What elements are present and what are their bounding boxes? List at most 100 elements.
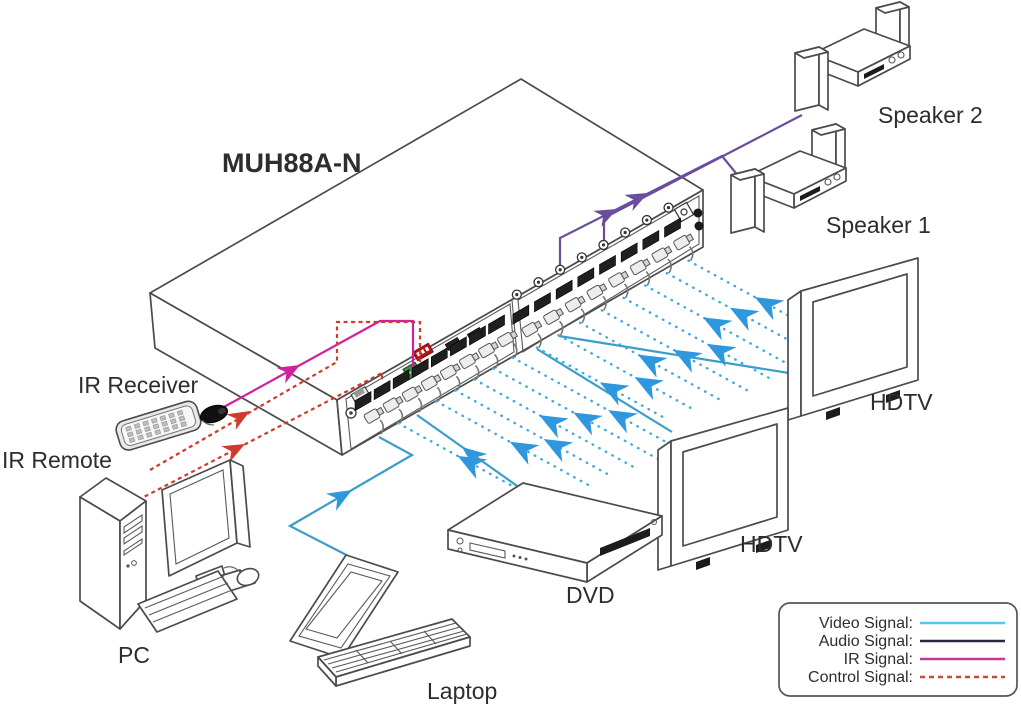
hdmi-port bbox=[392, 369, 410, 390]
hdmi-cable bbox=[493, 353, 499, 369]
signal-arrow bbox=[624, 193, 648, 211]
hdmi-port bbox=[620, 242, 638, 263]
control-signal-line-b bbox=[137, 371, 384, 501]
signal-arrow bbox=[276, 365, 300, 384]
hdmi-cable bbox=[512, 342, 518, 358]
pc-power-button bbox=[131, 560, 137, 566]
video-signal-ray bbox=[511, 356, 685, 453]
video-signal-rays bbox=[396, 259, 808, 507]
signal-arrow bbox=[221, 444, 245, 463]
hdmi-port bbox=[577, 267, 595, 288]
dvd-knob-1 bbox=[456, 537, 464, 545]
legend-audio-label: Audio Signal: bbox=[819, 633, 913, 650]
laptop-label: Laptop bbox=[427, 678, 497, 704]
hdmi-plug bbox=[673, 233, 695, 251]
dvd-device bbox=[447, 482, 663, 583]
video-signal-ray bbox=[435, 400, 591, 487]
hdmi-port bbox=[642, 229, 660, 251]
pc-power-led bbox=[126, 564, 130, 568]
signal-arrow bbox=[226, 411, 250, 430]
pc-drive-bay-2 bbox=[123, 524, 143, 546]
hdmi-cable bbox=[645, 270, 651, 286]
speaker-1-label: Speaker 1 bbox=[826, 212, 931, 238]
hdmi-port bbox=[411, 358, 429, 379]
laptop-base-left bbox=[317, 656, 337, 687]
dc-power-jack bbox=[673, 201, 695, 223]
hdmi-plug bbox=[363, 406, 385, 424]
switcher-output-section bbox=[517, 195, 700, 353]
ir-receiver-device bbox=[199, 404, 229, 426]
hdmi-cable bbox=[602, 295, 607, 311]
hdmi-port bbox=[555, 279, 573, 300]
ir-remote-buttons bbox=[125, 409, 187, 443]
legend-ir-label: IR Signal: bbox=[844, 651, 913, 668]
hdmi-cable bbox=[558, 320, 564, 336]
hdmi-port bbox=[512, 304, 530, 325]
laptop-keyboard-keys bbox=[323, 622, 468, 673]
rca-jack-2 bbox=[694, 221, 704, 231]
hdmi-plug bbox=[401, 384, 423, 402]
rca-jack-1 bbox=[693, 208, 703, 218]
hdmi-ports bbox=[354, 202, 695, 435]
pc-tower-front bbox=[79, 496, 121, 630]
pc-keyboard-row-2 bbox=[148, 582, 229, 616]
hdmi-port bbox=[450, 336, 467, 357]
pc-mouse-cable bbox=[223, 566, 241, 573]
hdmi-plug bbox=[382, 395, 404, 413]
hdmi-cable bbox=[436, 386, 442, 402]
dvd-label: DVD bbox=[566, 582, 615, 608]
hdmi-cable bbox=[417, 397, 423, 413]
video-signal-ray bbox=[600, 309, 752, 394]
signal-arrow bbox=[754, 297, 785, 321]
video-signal-ray bbox=[687, 259, 808, 327]
hdmi-plug bbox=[543, 307, 565, 325]
video-signal-ray bbox=[492, 367, 662, 462]
legend: Video Signal: Audio Signal: IR Signal: C… bbox=[778, 602, 1018, 697]
hdmi-port bbox=[373, 380, 391, 401]
hdmi-cable bbox=[688, 246, 694, 262]
hdmi-plug bbox=[629, 258, 651, 276]
ir-receiver-label: IR Receiver bbox=[78, 372, 198, 398]
hdmi-port bbox=[664, 217, 681, 238]
pc-label: PC bbox=[118, 642, 150, 668]
pc-keyboard-row-1 bbox=[144, 575, 225, 609]
dvd-display bbox=[469, 542, 506, 559]
hdtv-top-video-line bbox=[558, 334, 796, 376]
pc-keyboard bbox=[137, 570, 238, 633]
hdmi-plug bbox=[521, 320, 543, 338]
hdtv-top-device bbox=[787, 257, 919, 421]
hdmi-plug bbox=[497, 330, 519, 348]
hdmi-port bbox=[431, 347, 448, 368]
legend-video-label: Video Signal: bbox=[819, 615, 913, 632]
ir-receiver-base bbox=[201, 419, 215, 426]
signal-arrow bbox=[539, 415, 569, 439]
speaker-1-device bbox=[730, 123, 847, 234]
signal-arrow bbox=[673, 349, 703, 373]
speaker-2-device bbox=[794, 1, 911, 112]
laptop-screen-inner bbox=[298, 563, 391, 649]
hdmi-plug bbox=[586, 283, 608, 300]
signal-arrow bbox=[729, 307, 760, 331]
hdtv-top-label: HDTV bbox=[870, 389, 933, 415]
pc-device bbox=[79, 459, 260, 633]
video-signal-ray bbox=[622, 296, 774, 382]
hdtv-bottom-video-line bbox=[536, 348, 673, 433]
signal-arrow bbox=[706, 343, 737, 367]
control-signal-line-a bbox=[149, 320, 422, 471]
hdmi-plug bbox=[608, 270, 630, 288]
dvd-button-3 bbox=[524, 557, 528, 561]
hdmi-cable bbox=[537, 333, 542, 349]
signal-arrow bbox=[462, 447, 488, 470]
hdmi-plug bbox=[651, 245, 673, 263]
dvd-knob-2 bbox=[457, 547, 463, 553]
pc-monitor-front bbox=[161, 459, 238, 577]
switcher-label: MUH88A-N bbox=[222, 148, 362, 178]
hdmi-cable bbox=[623, 283, 629, 299]
dvd-eject-button bbox=[651, 519, 657, 525]
hdtv-bottom-device bbox=[657, 407, 789, 571]
hdmi-plug bbox=[439, 363, 461, 380]
hdmi-cable bbox=[455, 375, 461, 391]
laptop-device bbox=[289, 554, 471, 687]
signal-arrows bbox=[221, 193, 648, 511]
ir-remote-label: IR Remote bbox=[2, 447, 112, 473]
